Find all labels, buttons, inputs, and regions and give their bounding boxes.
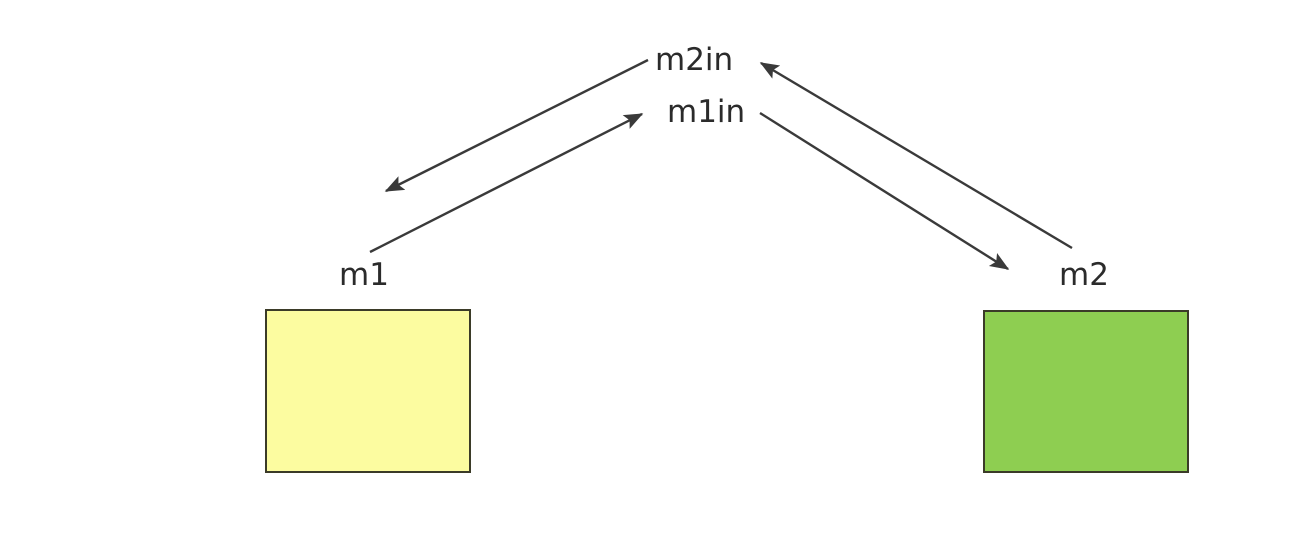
arrow-m1in-to-m2 xyxy=(759,111,1010,271)
channel-label-m1in: m1in xyxy=(667,94,746,130)
node-label-m2: m2 xyxy=(1059,257,1109,293)
node-box-m1[interactable] xyxy=(265,309,471,473)
node-box-m2[interactable] xyxy=(983,310,1189,473)
node-label-m1: m1 xyxy=(339,257,389,293)
channel-label-m2in: m2in xyxy=(655,42,734,78)
arrow-m2in-to-m1 xyxy=(384,58,649,193)
arrow-m1-to-m1in xyxy=(369,112,644,254)
arrow-m2-to-m2in xyxy=(759,61,1073,250)
